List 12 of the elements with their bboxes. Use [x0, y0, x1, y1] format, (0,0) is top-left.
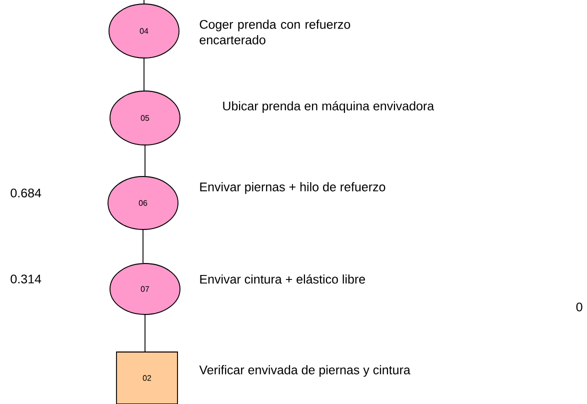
time-value: 0.684	[10, 188, 42, 198]
step-description: Coger prenda con refuerzo encarterado	[200, 20, 350, 44]
step-description: Envivar piernas + hilo de refuerzo	[200, 182, 386, 194]
time-value: 0.314	[10, 274, 42, 284]
step-description: Envivar cintura + elástico libre	[200, 274, 365, 284]
inspection-square: 02	[116, 352, 178, 404]
step-description: Verificar envivada de piernas y cintura	[199, 365, 410, 377]
connector-line	[144, 314, 146, 352]
step-description: Ubicar prenda en máquina envivadora	[223, 101, 434, 113]
connector-line	[142, 230, 144, 264]
connector-line	[144, 145, 146, 176]
time-value: 0	[576, 302, 582, 312]
